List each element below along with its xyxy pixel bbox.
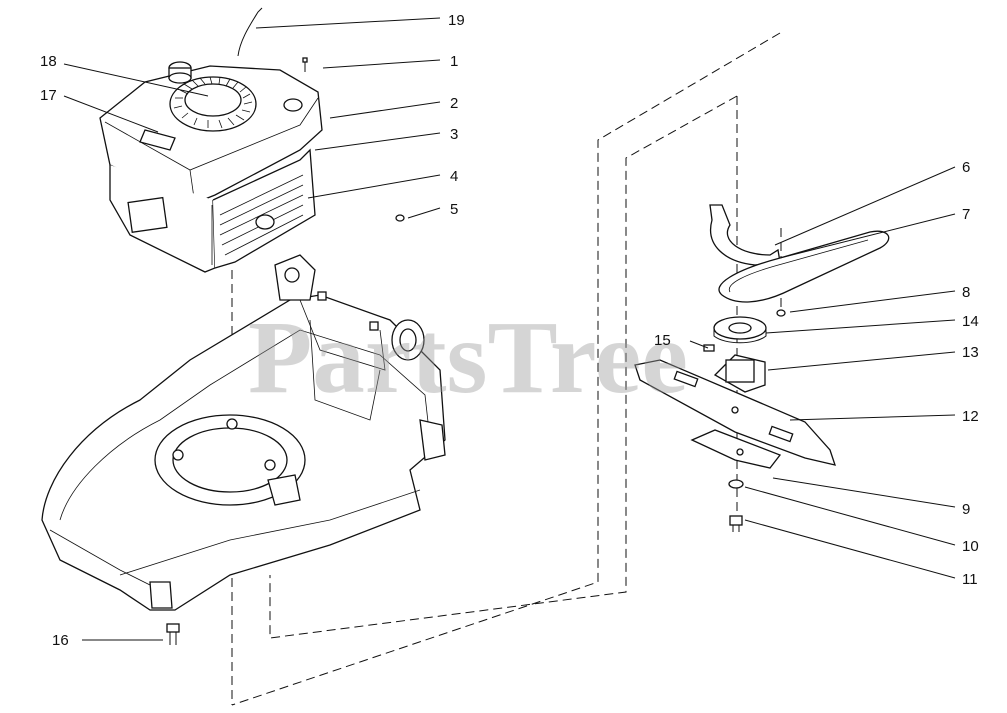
pulley-part-14[interactable] bbox=[713, 316, 767, 344]
adapter-part-13[interactable] bbox=[713, 354, 766, 393]
mower-deck[interactable] bbox=[41, 254, 446, 611]
key-part-15[interactable] bbox=[703, 344, 715, 352]
callout-18: 18 bbox=[40, 53, 57, 70]
nut-part-5[interactable] bbox=[395, 214, 405, 222]
blade-bolt-part-11[interactable] bbox=[729, 515, 743, 532]
bolt-part-16[interactable] bbox=[166, 623, 180, 645]
callout-12: 12 bbox=[962, 408, 979, 425]
callout-8: 8 bbox=[962, 284, 970, 301]
callout-13: 13 bbox=[962, 344, 979, 361]
blade-stiffener-part-9[interactable] bbox=[690, 429, 782, 469]
callout-10: 10 bbox=[962, 538, 979, 555]
callout-5: 5 bbox=[450, 201, 458, 218]
belt-guard-part-6[interactable] bbox=[709, 204, 781, 266]
blade-part-12[interactable] bbox=[634, 359, 836, 466]
callout-1: 1 bbox=[450, 53, 458, 70]
callout-4: 4 bbox=[450, 168, 458, 185]
callout-19: 19 bbox=[448, 12, 465, 29]
screw-part-1[interactable] bbox=[302, 57, 308, 72]
callout-6: 6 bbox=[962, 159, 970, 176]
callout-16: 16 bbox=[52, 632, 69, 649]
callout-3: 3 bbox=[450, 126, 458, 143]
belt-part-7[interactable] bbox=[718, 230, 890, 303]
callout-15: 15 bbox=[654, 332, 671, 349]
callout-11: 11 bbox=[962, 571, 978, 588]
callout-7: 7 bbox=[962, 206, 970, 223]
callout-14: 14 bbox=[962, 313, 979, 330]
callout-labels: 19 18 1 17 2 3 4 5 6 7 8 14 15 13 12 9 1… bbox=[40, 12, 979, 649]
washer-part-10[interactable] bbox=[728, 479, 744, 489]
callout-9: 9 bbox=[962, 501, 970, 518]
callout-17: 17 bbox=[40, 87, 57, 104]
engine[interactable] bbox=[99, 7, 323, 273]
callout-leader-lines bbox=[63, 17, 956, 641]
screw-part-8[interactable] bbox=[776, 309, 786, 317]
callout-2: 2 bbox=[450, 95, 458, 112]
watermark-text: PartsTree bbox=[248, 300, 688, 415]
